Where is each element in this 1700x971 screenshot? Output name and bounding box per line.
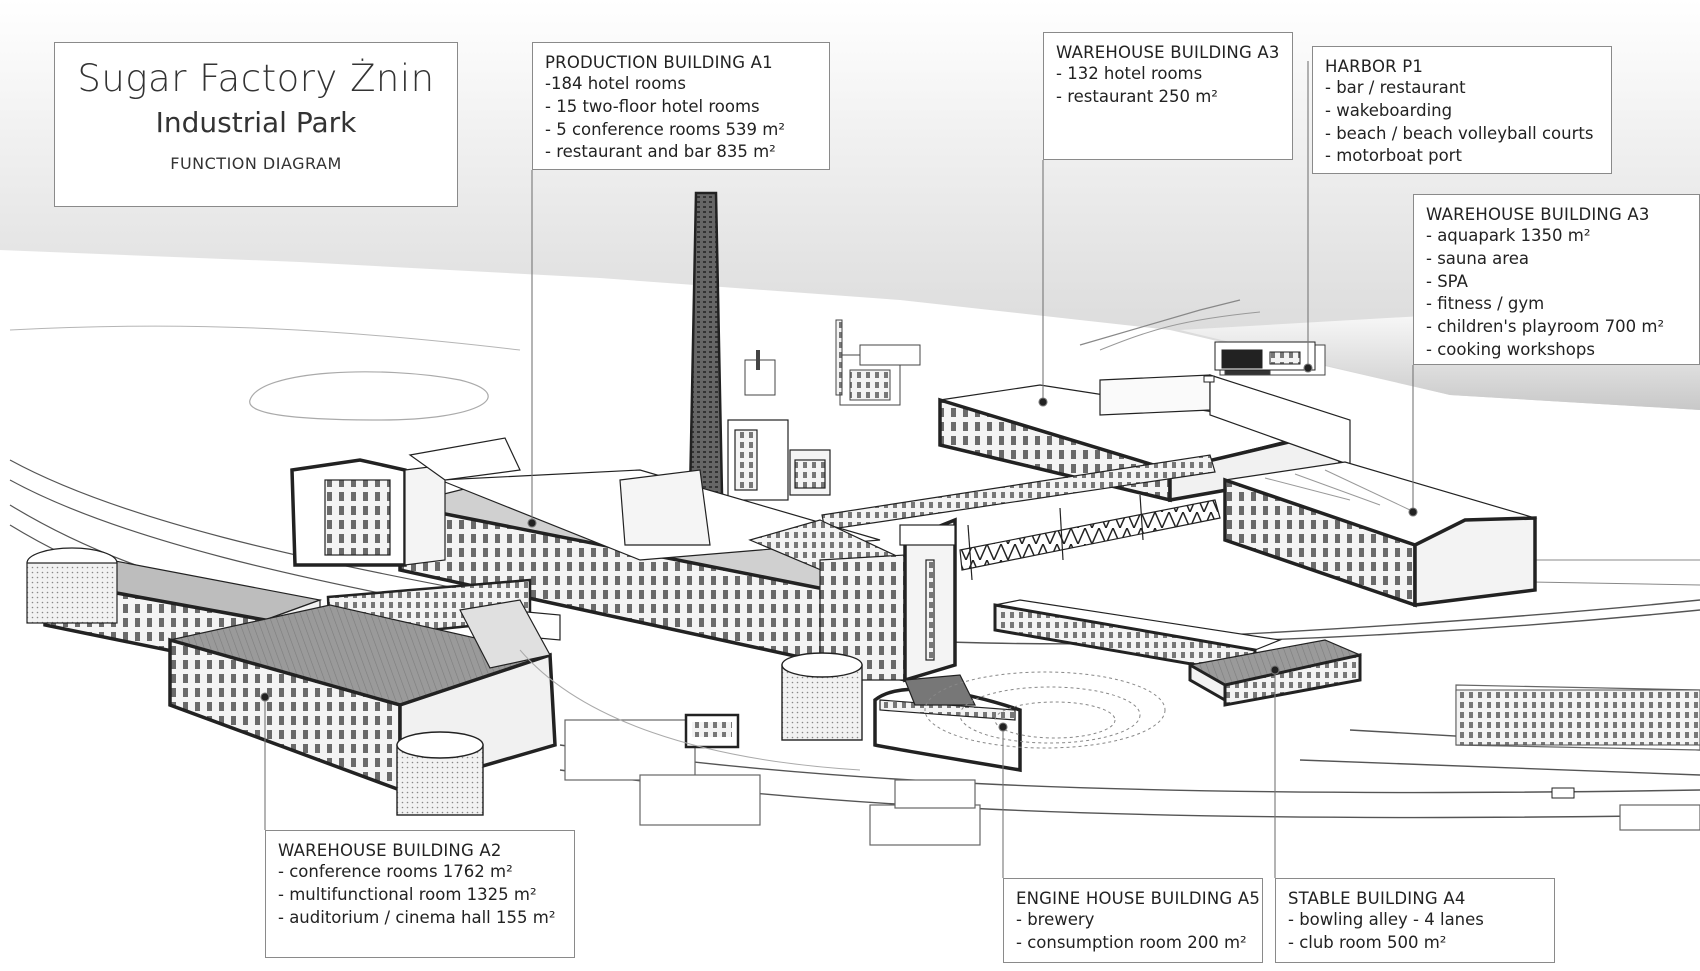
label-line: - children's playroom 700 m² — [1426, 317, 1665, 337]
label-production-building-a1: PRODUCTION BUILDING A1 -184 hotel rooms … — [532, 42, 830, 170]
label-line: - auditorium / cinema hall 155 m² — [278, 907, 556, 927]
label-line: - fitness / gym — [1426, 294, 1545, 314]
label-heading: WAREHOUSE BUILDING A2 — [278, 841, 502, 860]
label-warehouse-building-a3-right: WAREHOUSE BUILDING A3 - aquapark 1350 m²… — [1413, 194, 1700, 365]
diagram-caption: FUNCTION DIAGRAM — [170, 154, 342, 173]
label-line: - restaurant and bar 835 m² — [545, 142, 776, 162]
label-line: - club room 500 m² — [1288, 932, 1447, 952]
label-heading: PRODUCTION BUILDING A1 — [545, 53, 773, 72]
label-line: - wakeboarding — [1325, 100, 1453, 120]
label-line: - conference rooms 1762 m² — [278, 862, 513, 881]
label-heading: WAREHOUSE BUILDING A3 — [1426, 205, 1650, 224]
label-line: - SPA — [1426, 271, 1468, 291]
label-heading: ENGINE HOUSE BUILDING A5 — [1016, 889, 1261, 908]
label-line: - motorboat port — [1325, 146, 1462, 166]
label-heading: HARBOR P1 — [1325, 57, 1424, 76]
label-line: - beach / beach volleyball courts — [1325, 123, 1594, 143]
label-line: - bowling alley - 4 lanes — [1288, 910, 1484, 929]
diagram-title: Sugar Factory Żnin — [77, 57, 435, 100]
label-line: - 5 conference rooms 539 m² — [545, 119, 785, 139]
label-line: - multifunctional room 1325 m² — [278, 884, 537, 904]
label-line: - 15 two-floor hotel rooms — [545, 96, 760, 116]
label-line: - bar / restaurant — [1325, 78, 1466, 97]
label-line: - consumption room 200 m² — [1016, 932, 1247, 952]
label-warehouse-building-a3-top: WAREHOUSE BUILDING A3 - 132 hotel rooms … — [1043, 32, 1293, 160]
label-heading: WAREHOUSE BUILDING A3 — [1056, 43, 1280, 62]
label-line: - sauna area — [1426, 248, 1529, 268]
label-warehouse-building-a2: WAREHOUSE BUILDING A2 - conference rooms… — [265, 830, 575, 958]
label-line: - brewery — [1016, 910, 1095, 929]
label-line: - 132 hotel rooms — [1056, 64, 1203, 83]
label-engine-house-building-a5: ENGINE HOUSE BUILDING A5 - brewery - con… — [1003, 878, 1263, 963]
label-heading: STABLE BUILDING A4 — [1288, 889, 1466, 908]
label-line: - aquapark 1350 m² — [1426, 226, 1591, 245]
label-line: - restaurant 250 m² — [1056, 86, 1218, 106]
label-harbor-p1: HARBOR P1 - bar / restaurant - wakeboard… — [1312, 46, 1612, 174]
label-stable-building-a4: STABLE BUILDING A4 - bowling alley - 4 l… — [1275, 878, 1555, 963]
label-line: - cooking workshops — [1426, 339, 1595, 359]
title-box: Sugar Factory Żnin Industrial Park FUNCT… — [54, 42, 458, 207]
diagram-subtitle: Industrial Park — [155, 106, 357, 139]
label-line: -184 hotel rooms — [545, 74, 686, 93]
